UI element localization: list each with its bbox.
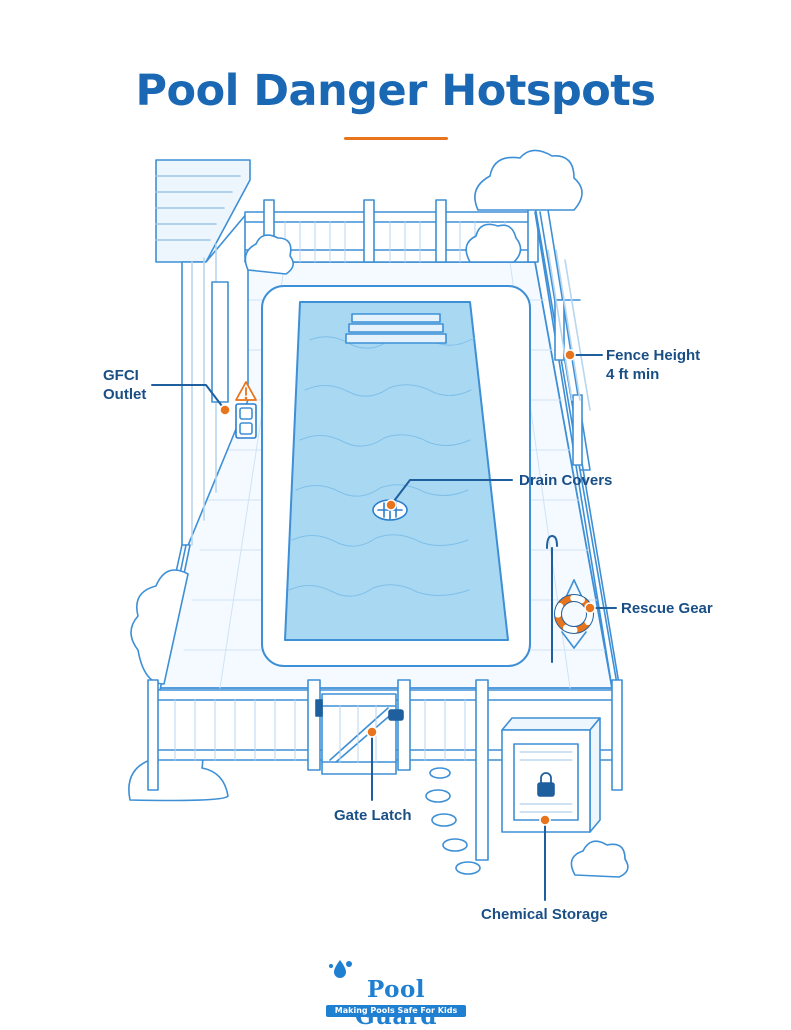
fence-marker — [564, 349, 576, 361]
gate-marker — [366, 726, 378, 738]
chemical-cabinet — [501, 717, 601, 833]
fence-callout: Fence Height 4 ft min — [606, 346, 700, 384]
gate-latch-icon — [315, 699, 404, 721]
pool-water — [284, 301, 509, 641]
chemical-callout: Chemical Storage — [481, 906, 608, 923]
rescue-callout: Rescue Gear — [621, 600, 713, 617]
title-underline — [344, 137, 448, 140]
warning-icon — [235, 381, 257, 401]
pool-gate — [321, 693, 397, 775]
gfci-label-line1: GFCI — [103, 367, 139, 384]
gfci-leader — [151, 384, 226, 411]
outlet-icon — [235, 403, 257, 439]
gfci-marker — [219, 404, 231, 416]
logo-wordmark: Pool Guard — [355, 976, 436, 1030]
gfci-callout: GFCI Outlet — [103, 366, 146, 404]
gfci-label-line2: Outlet — [103, 386, 147, 403]
stepping-stone-icon — [425, 767, 481, 875]
pool-steps — [345, 313, 447, 344]
page-title: Pool Danger Hotspots — [135, 66, 656, 116]
drain-callout: Drain Covers — [519, 472, 613, 489]
right-fence — [534, 205, 621, 691]
chemical-marker — [539, 814, 551, 826]
shepherd-hook-icon — [546, 535, 558, 663]
drain-leader — [390, 479, 513, 506]
house — [155, 159, 251, 561]
water-drop-icon — [329, 960, 352, 978]
drain-marker — [385, 499, 397, 511]
logo-tagline: Making Pools Safe For Kids — [326, 1005, 466, 1017]
fence-label-line2: 4 ft min — [606, 366, 660, 383]
pool-guard-logo: Pool Guard Making Pools Safe For Kids — [326, 958, 466, 1030]
fence-label-line1: Fence Height — [606, 347, 701, 364]
padlock-icon — [537, 772, 555, 797]
rescue-marker — [584, 602, 596, 614]
gate-callout: Gate Latch — [334, 807, 412, 824]
callout-markers — [219, 349, 596, 826]
